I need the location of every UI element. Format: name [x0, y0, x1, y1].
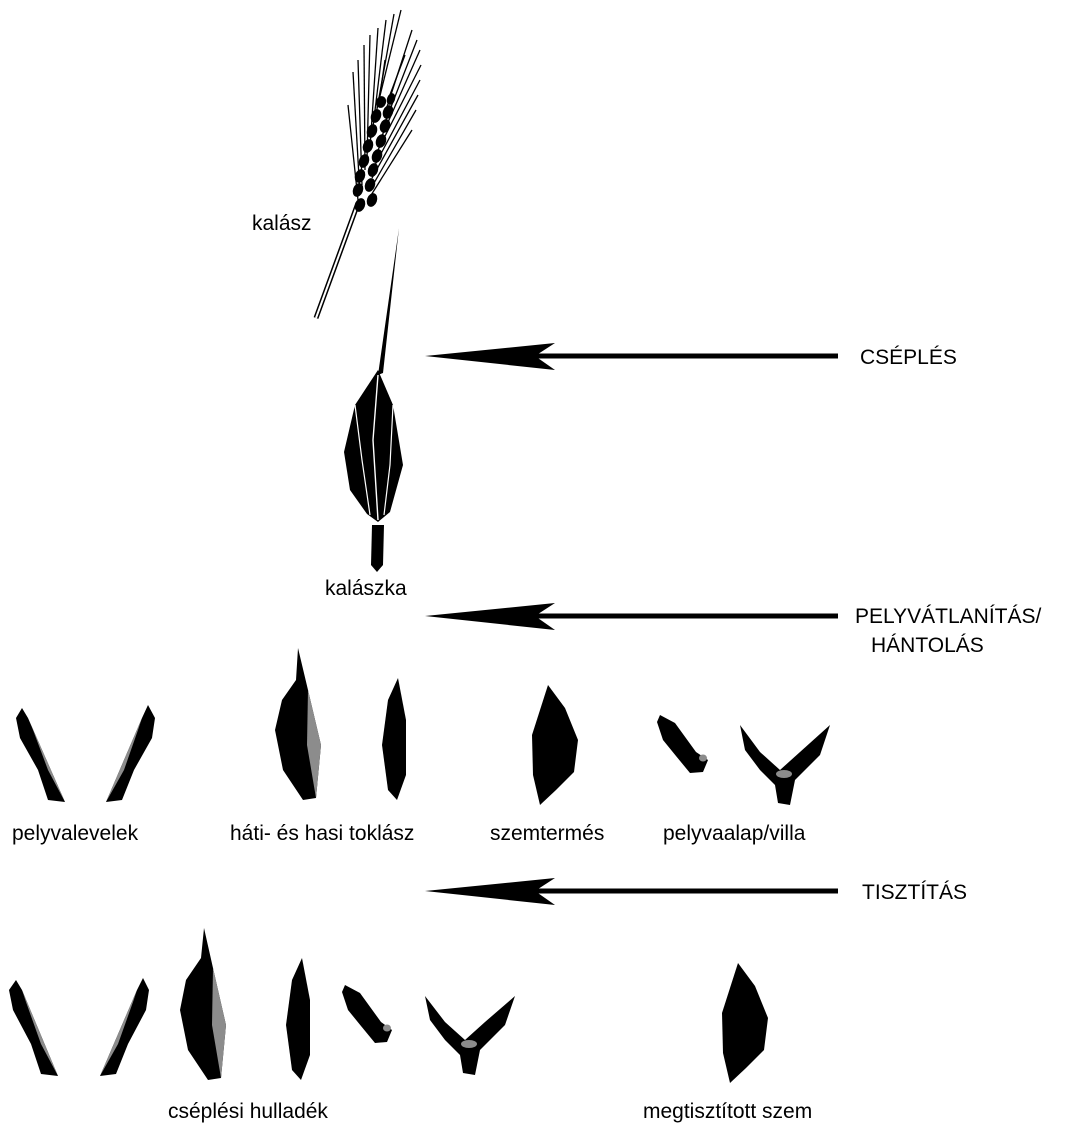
label-spike: kalász: [252, 212, 312, 235]
step-threshing: CSÉPLÉS: [860, 346, 957, 369]
arrow-dehusking: [425, 603, 838, 630]
step-dehusking-line1: PELYVÁTLANÍTÁS/: [855, 605, 1042, 628]
label-threshing-waste: cséplési hulladék: [168, 1100, 328, 1123]
arrow-cleaning: [425, 878, 838, 905]
clean-grain-illustration: [722, 963, 768, 1083]
step-cleaning: TISZTÍTÁS: [862, 881, 967, 904]
glumes-illustration: [16, 705, 155, 802]
glume-base-illustration: [657, 715, 830, 805]
label-glume-base: pelyvaalap/villa: [663, 822, 806, 845]
wheat-ear-illustration: [316, 10, 421, 318]
arrow-threshing: [425, 343, 838, 370]
spikelet-illustration: [344, 228, 403, 572]
grain-illustration: [532, 685, 578, 805]
label-spikelet: kalászka: [325, 577, 407, 600]
lemma-palea-illustration: [275, 648, 406, 800]
label-glumes: pelyvalevelek: [12, 822, 139, 845]
label-grain: szemtermés: [490, 822, 604, 845]
step-dehusking-line2: HÁNTOLÁS: [871, 634, 984, 657]
label-clean-grain: megtisztított szem: [643, 1100, 812, 1123]
label-lemma-palea: háti- és hasi toklász: [230, 822, 414, 845]
threshing-waste-illustration: [9, 928, 515, 1080]
